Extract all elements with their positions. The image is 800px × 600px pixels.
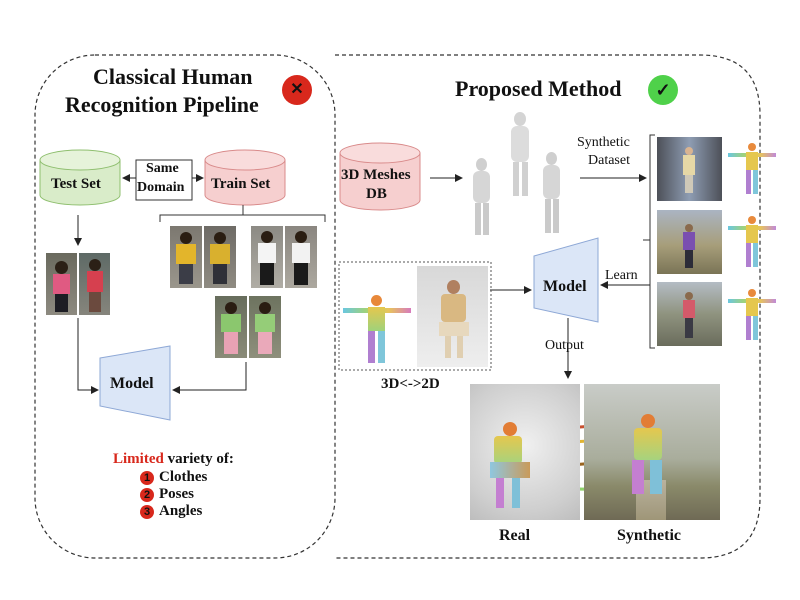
left-model-label: Model [110,375,154,392]
check-icon: ✓ [648,75,678,105]
right-model-label: Model [543,278,587,295]
clothes-label: Clothes [159,469,208,485]
number-2-badge: 2 [140,488,154,502]
poses-label: Poses [159,486,194,502]
train-image-1 [170,226,202,288]
meshes-label-line2: DB [366,186,387,202]
real-label: Real [499,527,531,544]
synthetic-image-1 [657,137,722,201]
real-output-image [470,384,580,520]
correspondence-box [338,261,492,371]
number-3-badge: 3 [140,505,154,519]
synthetic-output-image [584,384,720,520]
angles-label: Angles [159,503,203,519]
right-title: Proposed Method [455,76,622,101]
synthetic-brace [649,134,655,349]
limited-variety-heading: Limited variety of: [113,451,234,468]
output-label: Output [545,338,584,353]
synthetic-image-3 [657,282,722,346]
synthetic-dataset-line1: Synthetic [577,135,630,150]
left-model-shape [99,345,171,421]
synthetic-dataset-line2: Dataset [588,153,630,168]
left-title-line1: Classical Human [93,64,253,89]
limited-word: Limited [113,451,164,467]
test-image-2 [79,253,110,315]
train-set-label: Train Set [211,176,271,192]
learn-label: Learn [605,268,638,283]
test-set-cylinder [39,149,121,206]
train-image-2 [204,226,236,288]
train-brace [159,214,326,222]
train-image-4 [285,226,317,288]
right-panel-border [335,54,761,559]
same-domain-box [135,159,193,201]
domain-label: Domain [137,180,185,195]
test-image-1 [46,253,77,315]
variety-of-text: variety of: [163,451,234,467]
correspondence-tpose [343,295,411,365]
left-title-line2: Recognition Pipeline [65,92,259,117]
left-panel-border [34,54,336,559]
train-image-3 [251,226,283,288]
variety-item-2: 2 Poses [140,486,194,503]
tpose-mesh-1 [728,143,776,195]
tpose-mesh-2 [728,216,776,268]
number-1-badge: 1 [140,471,154,485]
train-image-5 [215,296,247,358]
correspondence-label: 3D<->2D [381,376,440,392]
synthetic-image-2 [657,210,722,274]
meshes-label-line1: 3D Meshes [341,167,411,183]
train-set-cylinder [204,149,286,206]
test-set-label: Test Set [51,176,101,192]
cross-icon: ✕ [282,75,312,105]
mesh-figures [466,110,576,238]
variety-item-3: 3 Angles [140,503,202,520]
meshes-db-cylinder [339,142,421,211]
right-model-shape [533,237,599,323]
train-image-6 [249,296,281,358]
variety-item-1: 1 Clothes [140,469,207,486]
tpose-mesh-3 [728,289,776,341]
synthetic-label: Synthetic [617,527,681,544]
same-label: Same [146,161,179,176]
correspondence-photo [417,266,488,367]
